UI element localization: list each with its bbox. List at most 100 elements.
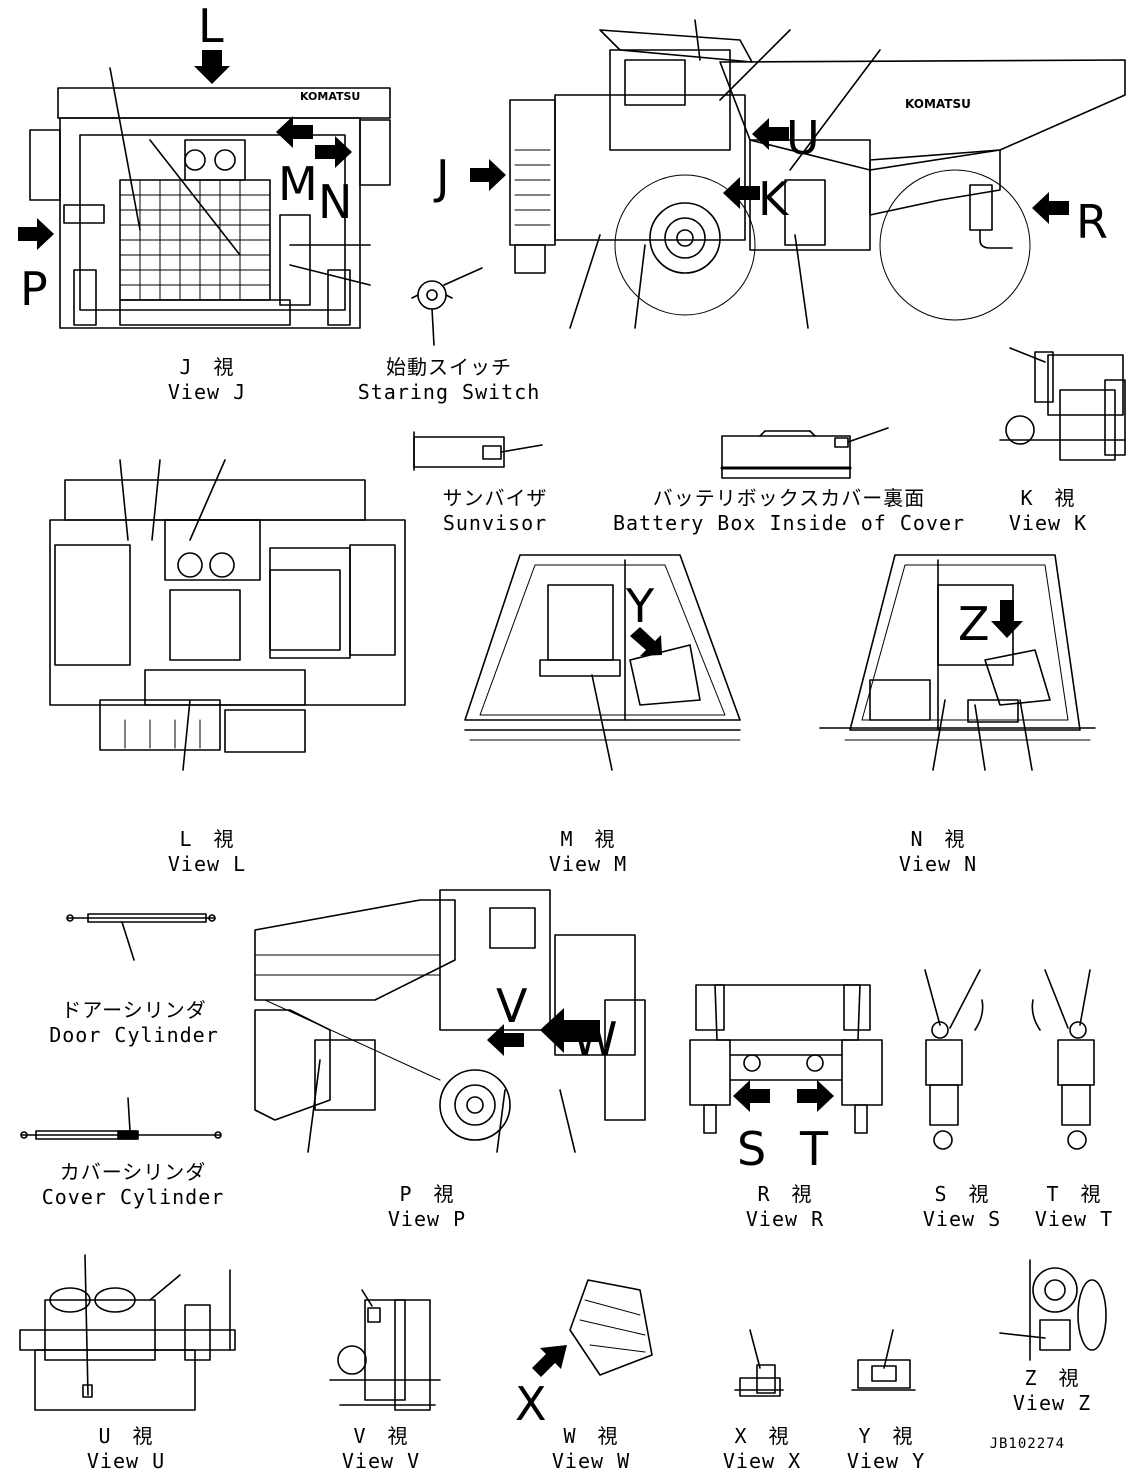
caption-view-n: N 視 View N <box>899 827 977 877</box>
drawing-code: JB102274 <box>989 1436 1065 1452</box>
caption-view-t-en: View T <box>1034 1207 1114 1231</box>
caption-battery-box: バッテリボックスカバー裏面 Battery Box Inside of Cove… <box>613 486 965 536</box>
caption-view-p-en: View P <box>387 1207 467 1231</box>
cover-cylinder-drawing <box>20 1097 222 1140</box>
caption-starting-switch-jp: 始動スイッチ <box>385 355 512 379</box>
caption-view-w-jp: W 視 <box>563 1424 619 1448</box>
view-k-drawing <box>999 347 1126 461</box>
caption-view-v: V 視 View V <box>342 1424 420 1474</box>
arrow-r-icon <box>1032 192 1069 224</box>
arrow-x-icon <box>532 1345 567 1377</box>
arrow-z-icon <box>991 600 1023 638</box>
caption-view-t-jp: T 視 <box>1046 1182 1102 1206</box>
caption-view-m-en: View M <box>548 852 628 876</box>
caption-view-j: J 視 View J <box>168 355 246 405</box>
letter-y: Y <box>625 579 655 633</box>
view-s-drawing <box>924 969 984 1150</box>
caption-view-p: P 視 View P <box>388 1182 466 1232</box>
caption-view-t: T 視 View T <box>1035 1182 1113 1232</box>
letter-t: T <box>799 1122 829 1176</box>
caption-view-u: U 視 View U <box>87 1424 165 1474</box>
caption-view-n-en: View N <box>898 852 978 876</box>
arrow-u-icon <box>752 118 789 150</box>
caption-view-m-jp: M 視 <box>560 827 616 851</box>
caption-view-l: L 視 View L <box>168 827 246 877</box>
caption-view-j-jp: J 視 <box>179 355 235 379</box>
caption-view-k-jp: K 視 <box>1020 486 1076 510</box>
caption-view-u-jp: U 視 <box>98 1424 154 1448</box>
caption-starting-switch: 始動スイッチ Staring Switch <box>358 355 541 405</box>
view-t-drawing <box>1031 969 1095 1150</box>
door-cylinder-drawing <box>66 913 216 961</box>
caption-door-cylinder-en: Door Cylinder <box>49 1023 219 1047</box>
caption-starting-switch-en: Staring Switch <box>357 380 541 404</box>
caption-view-z: Z 視 View Z <box>1013 1366 1091 1416</box>
battery-box-drawing <box>720 427 889 479</box>
arrow-y-icon <box>630 627 662 656</box>
view-j-drawing <box>29 67 391 329</box>
caption-door-cylinder-jp: ドアーシリンダ <box>61 998 207 1022</box>
arrow-w-icon <box>540 1008 600 1053</box>
caption-view-m: M 視 View M <box>549 827 627 877</box>
caption-view-r: R 視 View R <box>746 1182 824 1232</box>
caption-view-z-en: View Z <box>1012 1391 1092 1415</box>
caption-view-w: W 視 View W <box>552 1424 630 1474</box>
view-n-drawing <box>819 554 1096 771</box>
view-y-drawing <box>851 1329 916 1391</box>
sunvisor-drawing <box>413 431 543 471</box>
caption-view-s-en: View S <box>922 1207 1002 1231</box>
caption-view-y: Y 視 View Y <box>847 1424 925 1474</box>
arrow-s-icon <box>733 1080 770 1112</box>
caption-view-r-jp: R 視 <box>757 1182 813 1206</box>
nameplate-komatsu-j: KOMATSU <box>300 90 360 103</box>
view-m-drawing <box>464 554 741 771</box>
arrow-k-icon <box>723 177 760 209</box>
caption-view-n-jp: N 視 <box>910 827 966 851</box>
view-z-drawing <box>999 1259 1107 1361</box>
caption-view-w-en: View W <box>551 1449 631 1473</box>
view-p-drawing <box>254 889 646 1153</box>
caption-battery-box-en: Battery Box Inside of Cover <box>612 511 966 535</box>
caption-sunvisor: サンバイザ Sunvisor <box>443 486 548 536</box>
caption-view-p-jp: P 視 <box>399 1182 455 1206</box>
letter-m: M <box>278 157 318 211</box>
view-l-drawing <box>49 459 406 771</box>
nameplate-komatsu-side: KOMATSU <box>905 97 971 111</box>
letter-r: R <box>1076 195 1108 249</box>
arrow-m-icon <box>276 116 313 148</box>
caption-view-k-en: View K <box>1008 511 1088 535</box>
view-w-drawing <box>569 1279 653 1376</box>
caption-view-z-jp: Z 視 <box>1024 1366 1080 1390</box>
arrow-l-icon <box>194 50 230 84</box>
caption-view-y-en: View Y <box>846 1449 926 1473</box>
letter-v: V <box>496 979 528 1033</box>
caption-sunvisor-jp: サンバイザ <box>442 486 548 510</box>
caption-view-l-en: View L <box>167 852 247 876</box>
caption-cover-cylinder: カバーシリンダ Cover Cylinder <box>42 1160 225 1210</box>
caption-sunvisor-en: Sunvisor <box>442 511 548 535</box>
letter-n: N <box>318 175 352 229</box>
arrow-p-icon <box>18 218 54 250</box>
caption-view-k: K 視 View K <box>1009 486 1087 536</box>
caption-cover-cylinder-en: Cover Cylinder <box>41 1185 225 1209</box>
caption-view-x-en: View X <box>722 1449 802 1473</box>
caption-view-v-jp: V 視 <box>353 1424 409 1448</box>
view-u-drawing <box>19 1254 236 1411</box>
letter-k: K <box>758 172 790 226</box>
arrow-t-icon <box>797 1080 834 1112</box>
arrow-j-icon <box>470 159 506 191</box>
caption-view-s-jp: S 視 <box>934 1182 990 1206</box>
letter-s: S <box>737 1122 766 1176</box>
side-view-drawing: KOMATSU <box>509 19 1126 329</box>
view-v-drawing <box>329 1289 441 1411</box>
caption-view-j-en: View J <box>167 380 247 404</box>
letter-j: J <box>433 150 450 204</box>
caption-view-l-jp: L 視 <box>179 827 235 851</box>
letter-l: L <box>198 0 224 53</box>
letter-z: Z <box>958 597 990 651</box>
caption-view-r-en: View R <box>745 1207 825 1231</box>
caption-battery-box-jp: バッテリボックスカバー裏面 <box>652 486 926 510</box>
letter-u: U <box>786 111 820 165</box>
caption-door-cylinder: ドアーシリンダ Door Cylinder <box>49 998 219 1048</box>
